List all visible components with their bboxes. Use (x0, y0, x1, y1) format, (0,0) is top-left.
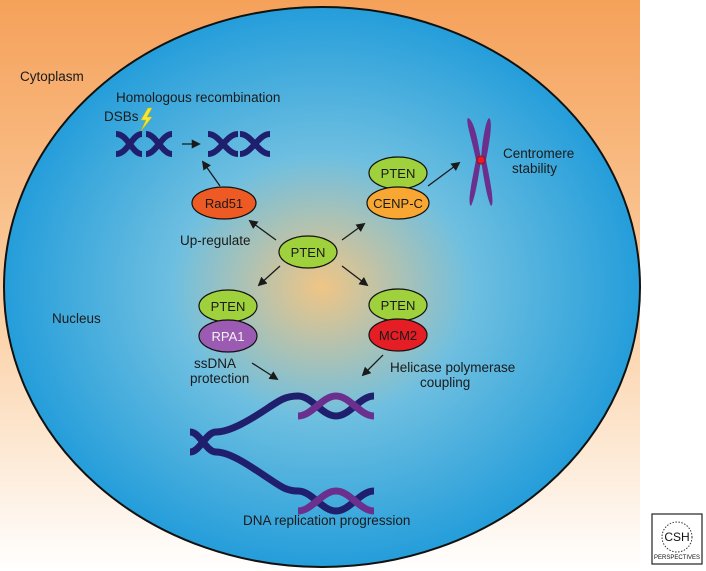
rpa1-label: RPA1 (212, 329, 245, 344)
rad51-label: Rad51 (205, 196, 243, 211)
replication-fork-lower-strands (297, 487, 375, 515)
csh-perspectives-logo: CSH PERSPECTIVES (651, 513, 703, 565)
lightning-icon (140, 107, 153, 132)
broken-dna-helix-icon (115, 131, 173, 157)
logo-text-bottom: PERSPECTIVES (654, 555, 700, 561)
cytoplasm-label: Cytoplasm (20, 69, 84, 84)
up-regulate-label: Up-regulate (180, 233, 251, 248)
mcm2-label: MCM2 (379, 328, 417, 343)
ssdna-protection-label-line1: ssDNA (194, 356, 236, 371)
cenpc-to-chromosome-arrow (427, 161, 461, 187)
replication-fork-upper-strands (297, 392, 375, 420)
homologous-recombination-title: Homologous recombination (116, 90, 280, 105)
mcm2-oval (368, 318, 428, 352)
center-pten-label: PTEN (291, 245, 326, 260)
pten-to-mcm2-arrow (341, 265, 369, 287)
cenpc-oval (366, 186, 430, 220)
helicase-coupling-label-line1: Helicase polymerase (390, 360, 515, 375)
centromere-stability-label-line2: stability (512, 161, 557, 176)
cenpc-pten-label: PTEN (381, 166, 416, 181)
repaired-dna-helix-icon (207, 131, 271, 157)
pten-to-rpa1-arrow (257, 265, 281, 287)
helicase-coupling-label-line2: coupling (420, 375, 470, 390)
centromere-dot (476, 155, 486, 165)
cenpc-label: CENP-C (373, 196, 423, 211)
centromere-stability-label-line1: Centromere (503, 146, 574, 161)
mcm2-pten-label: PTEN (381, 298, 416, 313)
replication-fork-parental-dna (189, 392, 299, 495)
rpa1-oval (198, 319, 258, 353)
rad51-oval (191, 186, 257, 220)
logo-text-top: CSH (664, 530, 689, 544)
rad51-to-dsb-arrow (201, 160, 221, 187)
dsbs-label: DSBs (104, 109, 139, 124)
nucleus-region (3, 6, 641, 568)
rpa1-to-fork-arrow (251, 362, 279, 380)
dna-replication-progression-label: DNA replication progression (243, 513, 410, 528)
rpa1-pten-label: PTEN (211, 299, 246, 314)
pten-to-rad51-arrow (248, 219, 277, 241)
nucleus-label: Nucleus (52, 311, 101, 326)
ssdna-protection-label-line2: protection (190, 371, 249, 386)
center-pten-oval (278, 235, 338, 269)
pten-to-cenpc-arrow (341, 222, 366, 241)
mcm2-to-fork-arrow (361, 354, 384, 377)
